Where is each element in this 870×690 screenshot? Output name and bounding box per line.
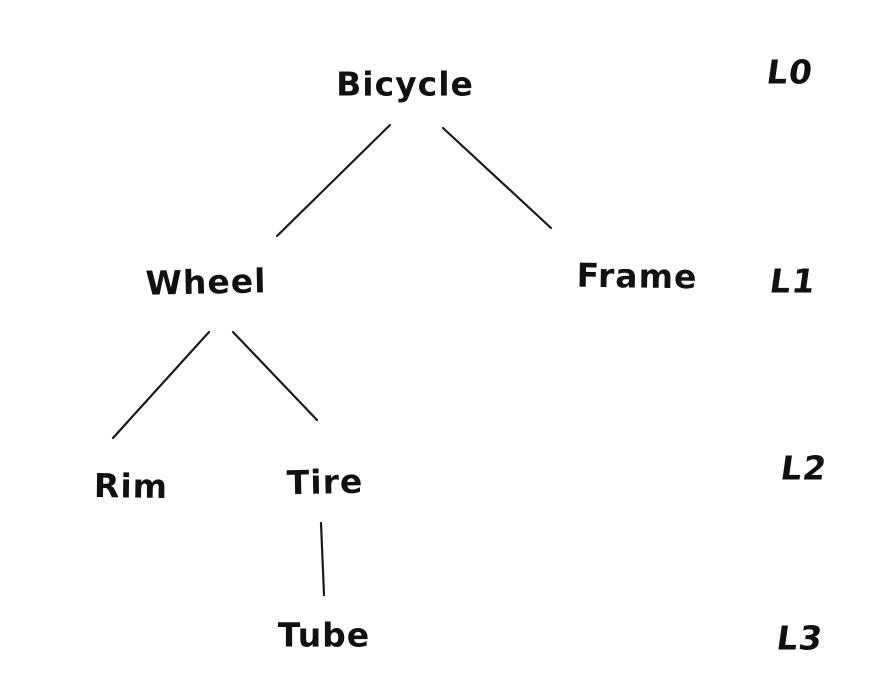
tree-node-tire: Tire (286, 461, 364, 503)
tree-node-wheel: Wheel (145, 261, 267, 303)
tree-node-rim: Rim (93, 465, 169, 507)
edge-wheel-tire (231, 330, 319, 422)
level-label-l1: L1 (767, 261, 819, 301)
edge-bicycle-frame (441, 126, 553, 230)
tree-node-bicycle: Bicycle (336, 64, 474, 104)
edge-wheel-rim (111, 330, 211, 440)
level-label-l3: L3 (774, 618, 826, 658)
tree-node-tube: Tube (277, 615, 371, 655)
edge-tire-tube (319, 521, 326, 597)
tree-node-frame: Frame (576, 255, 698, 297)
edge-bicycle-wheel (275, 123, 392, 238)
level-label-l2: L2 (778, 448, 830, 488)
level-label-l0: L0 (764, 52, 816, 92)
